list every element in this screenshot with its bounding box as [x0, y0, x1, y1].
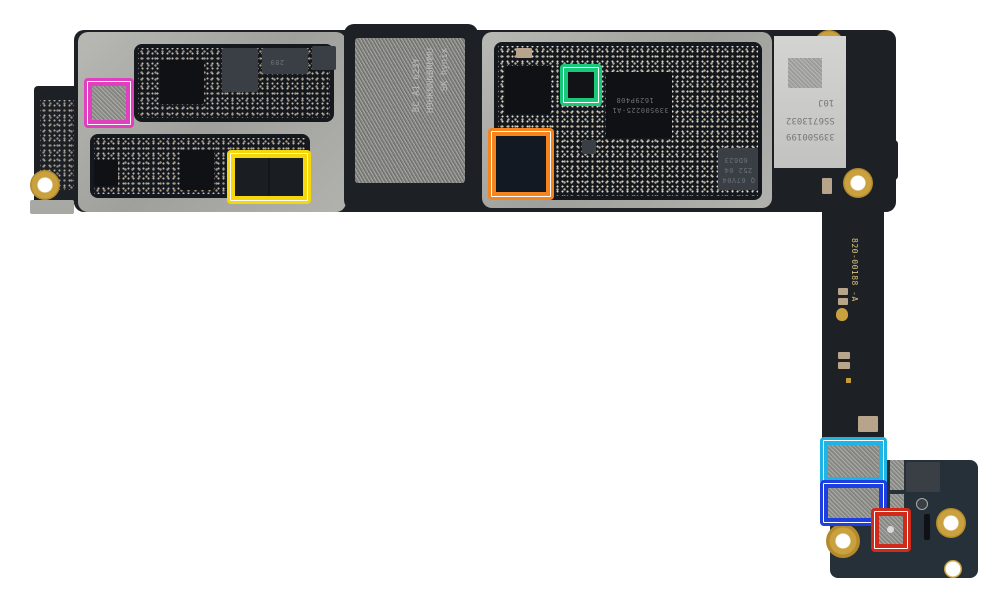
arm-cap-1	[838, 288, 848, 295]
modem-can: 10J SS6713032 339S00199	[774, 36, 846, 168]
chip-audio	[160, 60, 204, 104]
chip-lower-left	[94, 160, 118, 186]
small-chip-label-1: Q 67V04	[722, 176, 756, 184]
highlight-orange	[488, 128, 554, 200]
crystal-1	[516, 48, 532, 58]
arm-cap-4	[838, 362, 850, 369]
highlight-pink	[84, 78, 134, 128]
antenna-connector	[916, 498, 928, 510]
chip-small-right: Q 67V04 Z52 04 6D623	[718, 148, 758, 190]
modem-side-strip	[846, 52, 880, 152]
arm-cap-top	[822, 178, 832, 194]
apple-logo	[836, 308, 848, 321]
highlighted-chip-cyan	[828, 445, 879, 477]
highlighted-chip-yellow	[235, 158, 303, 196]
chip-misc-1	[582, 140, 596, 154]
chip-top-3	[312, 46, 336, 70]
foot-chip-1	[906, 462, 940, 492]
small-chip-label-3: 6D623	[724, 156, 748, 164]
left-bracket	[30, 200, 74, 214]
arm-test-pad	[846, 378, 851, 383]
mounting-hole-right	[843, 168, 873, 198]
soc-label-2: 339S00225-A1	[612, 106, 669, 114]
board-arm-tab	[876, 140, 898, 180]
highlighted-chip-pink	[92, 86, 126, 120]
modem-label-3: 339S00199	[786, 131, 835, 141]
modem-label-1: 10J	[818, 97, 835, 107]
small-chip-label-2: Z52 04	[724, 166, 753, 174]
highlight-yellow	[227, 150, 311, 204]
highlight-cyan	[820, 437, 887, 485]
chip-lower-mid	[180, 150, 214, 190]
mounting-hole-foot	[936, 508, 966, 538]
chip-top-2: 289	[262, 48, 308, 74]
modem-label-2: SS6713032	[786, 115, 835, 125]
highlighted-chip-orange	[496, 136, 546, 192]
highlight-red	[871, 508, 911, 552]
mic-port-dot	[887, 526, 894, 533]
mounting-hole-bottom-left	[826, 524, 860, 558]
ram-label-1: SK hynix	[440, 48, 450, 92]
board-arm	[822, 150, 884, 450]
highlighted-chip-red	[879, 516, 903, 544]
highlight-blue	[820, 480, 887, 526]
arm-cap-5	[858, 416, 878, 432]
chip-top-2-label: 289	[270, 58, 285, 66]
foot-chip-metal-2	[890, 494, 904, 508]
mounting-hole-left	[30, 170, 60, 200]
foot-connector-strip	[924, 514, 930, 540]
ram-label-2: H9HKNNNBRMMU	[426, 48, 436, 114]
foot-chip-metal-1	[890, 460, 904, 490]
arm-cap-3	[838, 352, 850, 359]
highlight-green	[560, 64, 602, 106]
board-silkscreen: 820-00188 -A	[850, 238, 859, 302]
arm-cap-2	[838, 298, 848, 305]
mounting-hole-bottom	[944, 560, 962, 578]
ram-label-3: BC A1 623Y	[412, 58, 422, 113]
data-matrix-code	[788, 58, 822, 88]
soc-label-1: 1629P408	[616, 96, 654, 104]
chip-top-1	[222, 48, 258, 92]
chip-baseband-left	[505, 66, 551, 114]
ram-chip: SK hynix H9HKNNNBRMMU BC A1 623Y	[355, 38, 465, 183]
highlighted-chip-green	[568, 72, 594, 98]
soc-chip: 1629P408 339S00225-A1	[606, 72, 672, 138]
